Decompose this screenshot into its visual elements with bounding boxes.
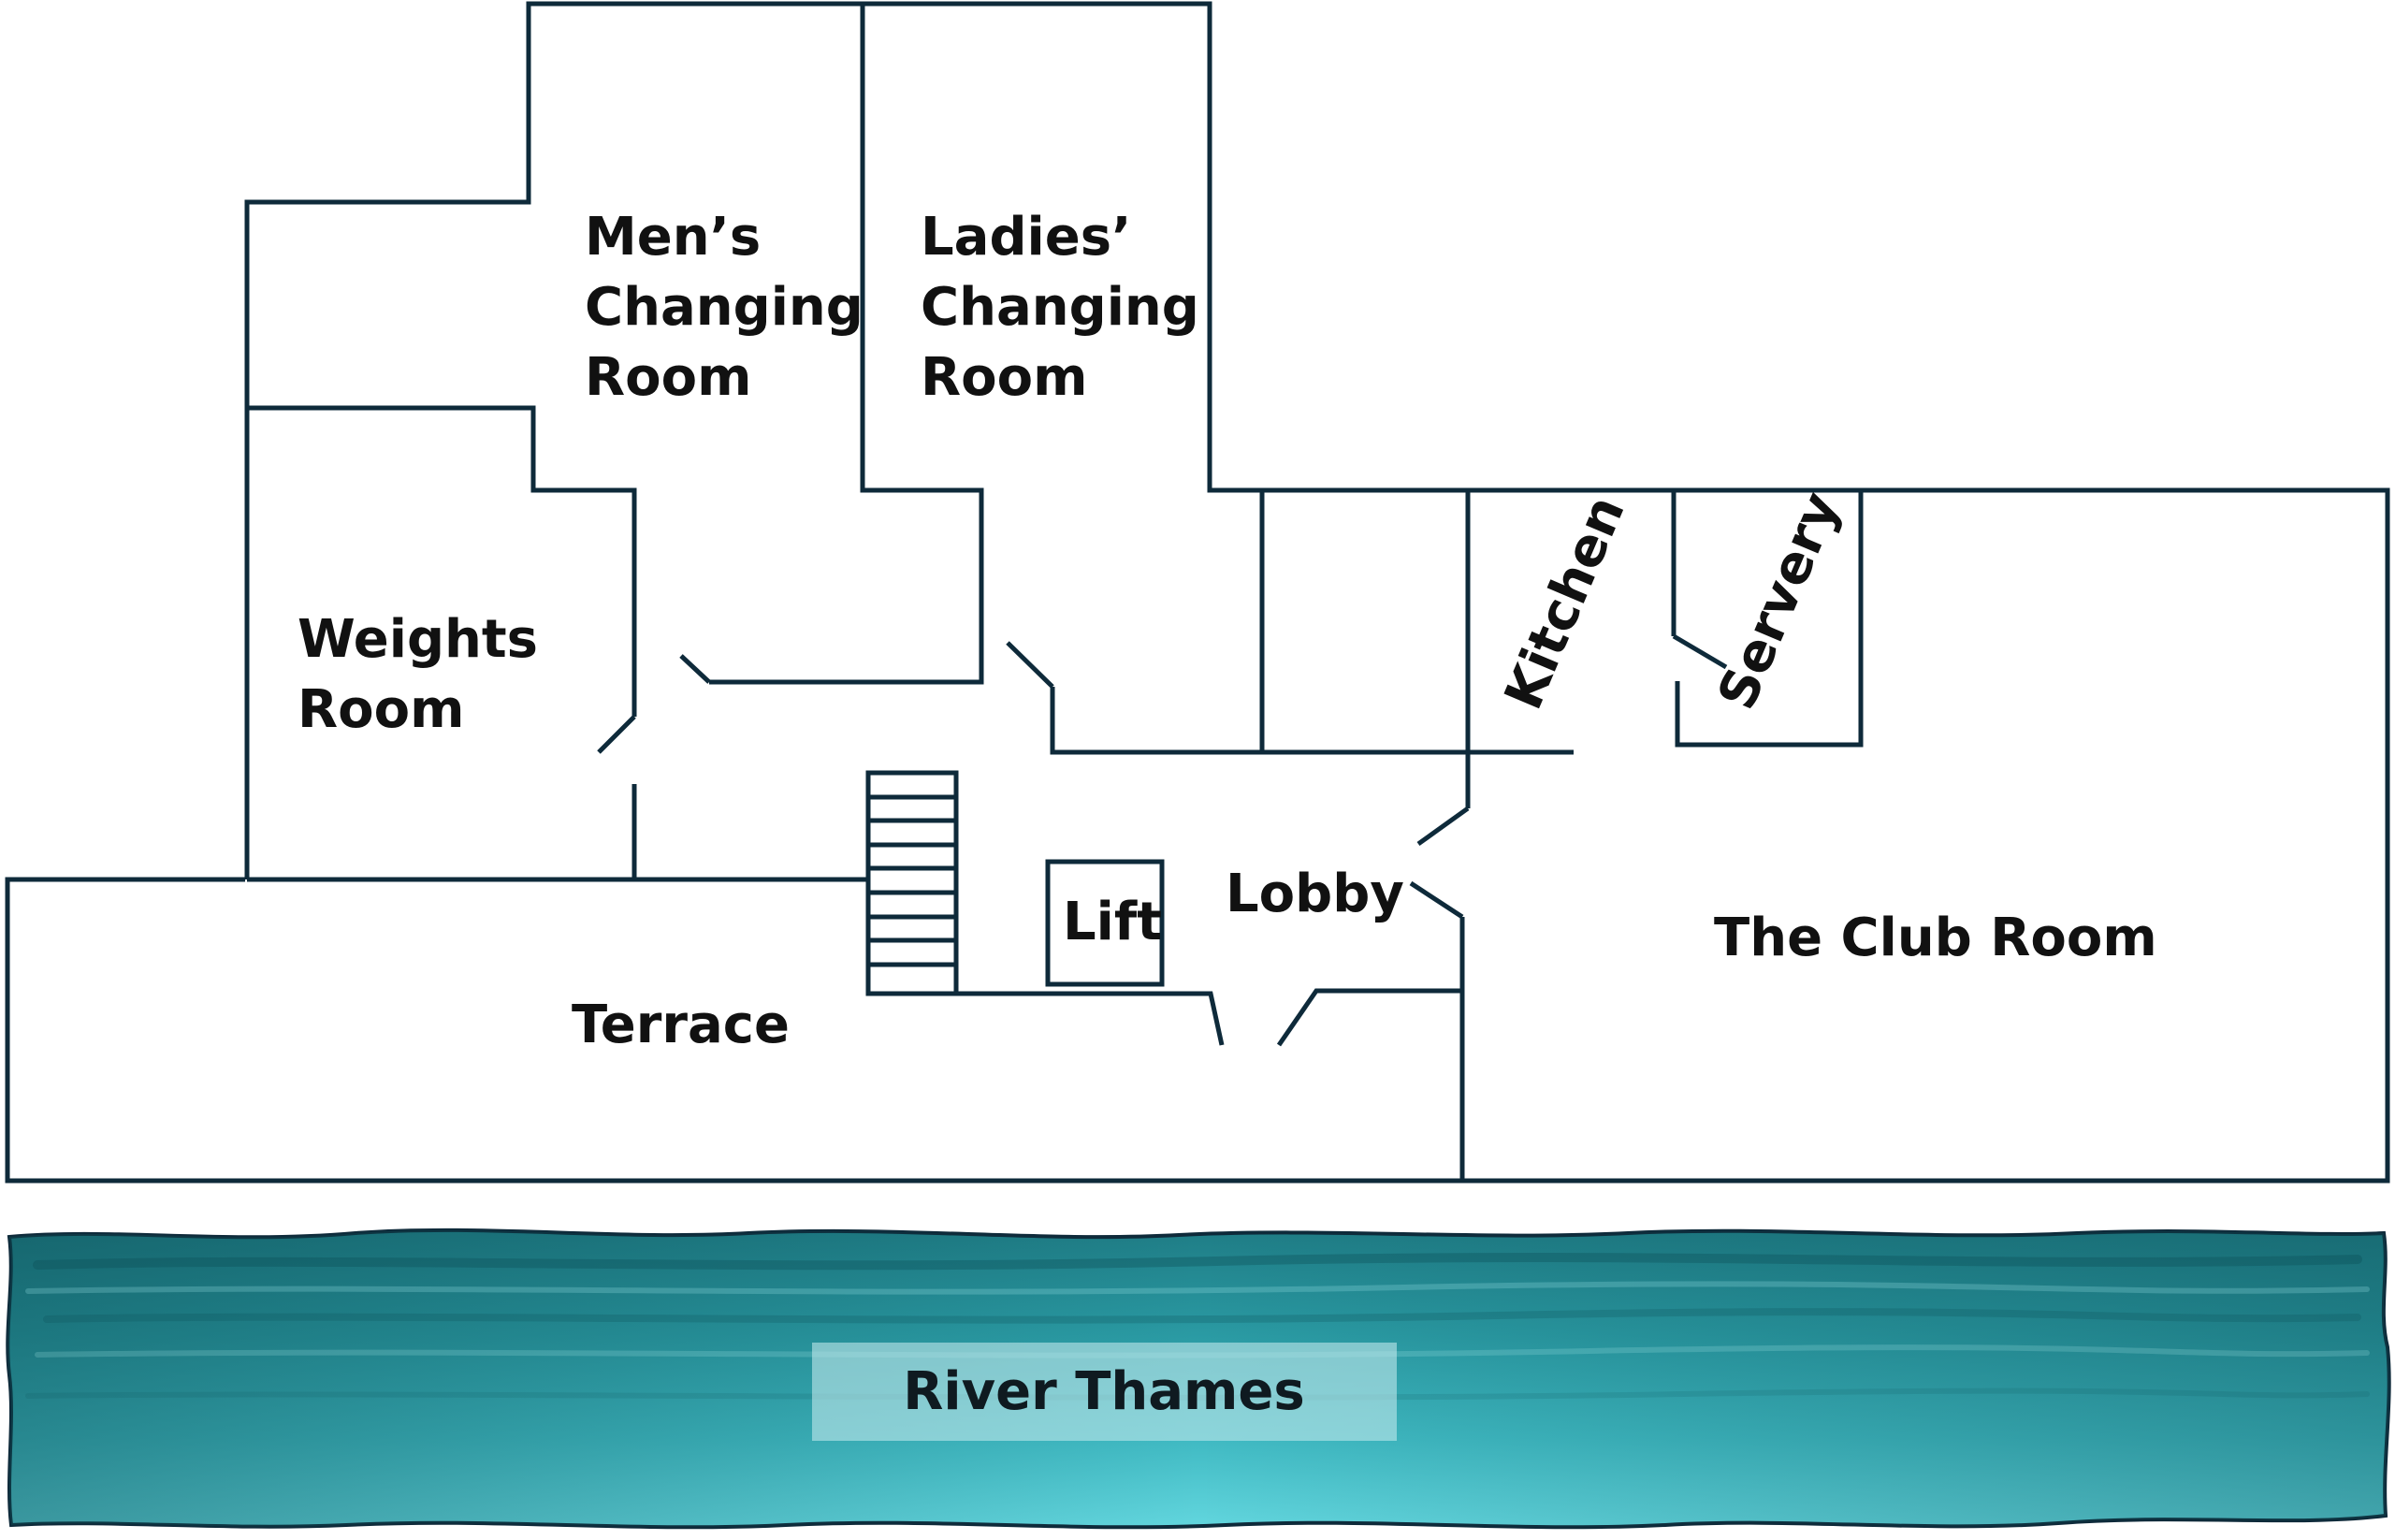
river-label: River Thames xyxy=(903,1361,1304,1422)
river-label-box xyxy=(812,1343,1397,1441)
kitchen-door-leaf xyxy=(1416,806,1470,847)
lobby-label: Lobby xyxy=(1226,864,1404,924)
ladies-door-leaf xyxy=(1006,641,1054,689)
walls xyxy=(5,1,2390,1184)
mens-door-leaf xyxy=(679,654,711,684)
lift-shaft xyxy=(1045,859,1165,987)
ladies-lower-wall xyxy=(1050,687,1574,755)
stair-lower-wall xyxy=(868,991,1225,1046)
weights-door-leaf xyxy=(597,715,636,754)
weights-room-line-1: Weights xyxy=(298,609,538,670)
mens-changing-line-1: Men’s xyxy=(585,207,761,268)
mens-changing-line-3: Room xyxy=(585,347,751,408)
ladies-changing-label: Ladies’ Changing Room xyxy=(921,207,1217,408)
servery-label: Servery xyxy=(1706,484,1851,719)
river-ripples xyxy=(25,1253,2370,1401)
room-labels: Men’s Changing Room Ladies’ Changing Roo… xyxy=(298,207,2157,1055)
servery-door-leaf xyxy=(1672,633,1728,670)
lift-label: Lift xyxy=(1063,892,1162,952)
terrace-label: Terrace xyxy=(572,995,790,1055)
ladies-changing-line-2: Changing xyxy=(921,277,1199,338)
staircase xyxy=(865,770,959,996)
weights-room-line-2: Room xyxy=(298,679,464,740)
kitchen-label: Kitchen xyxy=(1493,487,1637,719)
servery-box xyxy=(1675,490,1864,748)
changing-divider-wall xyxy=(709,4,984,685)
ladies-changing-line-1: Ladies’ xyxy=(921,207,1131,268)
river: River Thames xyxy=(6,1228,2391,1530)
terrace-outline xyxy=(5,1,2390,1184)
weights-room-top-wall xyxy=(247,405,637,717)
club-room-label: The Club Room xyxy=(1714,908,2157,968)
ladies-changing-line-3: Room xyxy=(921,347,1087,408)
mens-changing-label: Men’s Changing Room xyxy=(585,207,881,408)
clubroom-door-leaf xyxy=(1409,880,1464,920)
mens-changing-line-2: Changing xyxy=(585,277,864,338)
weights-room-label: Weights Room xyxy=(298,609,557,740)
lobby-lower-wall xyxy=(1276,988,1462,1047)
